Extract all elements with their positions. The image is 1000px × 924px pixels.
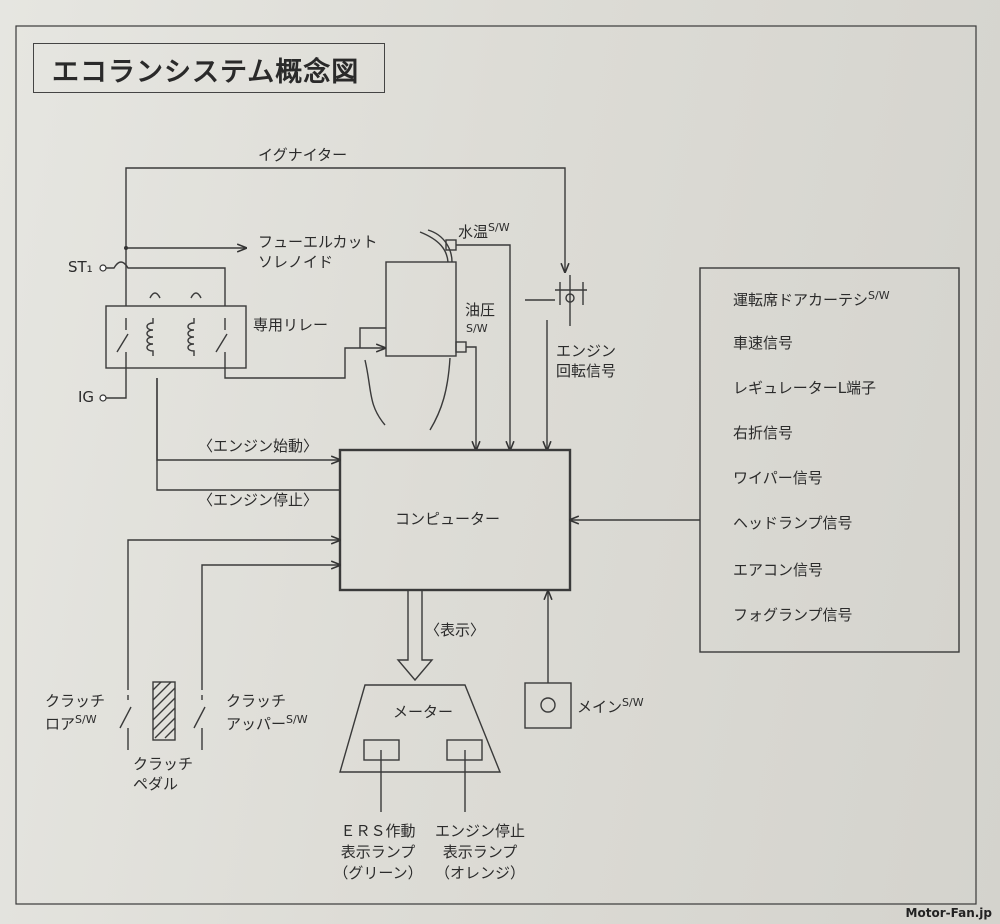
oil-press-line [466, 346, 476, 450]
signal-right-turn: 右折信号 [733, 424, 794, 442]
st1-label: ST₁ [68, 258, 93, 276]
signal-aircon: エアコン信号 [733, 561, 824, 579]
relay-coil-left [146, 318, 154, 356]
water-temp-line [456, 244, 510, 450]
clutch-lower-label-1: クラッチ [45, 692, 106, 710]
clutch-lower-switch [119, 695, 132, 750]
clutch-pedal-label-2: ペダル [133, 775, 179, 793]
relay-box [105, 305, 247, 369]
signal-foglamp: フォグランプ信号 [733, 606, 853, 624]
water-temp-sw: S/W [488, 221, 510, 234]
rpm-sensor [555, 275, 587, 326]
engine-rev-label-2: 回転信号 [556, 362, 617, 380]
meter-body [339, 684, 502, 773]
relay-coil-marks [149, 292, 202, 299]
clutch-pedal-label-1: クラッチ [133, 755, 194, 773]
igniter-label: イグナイター [258, 146, 348, 164]
main-switch-knob [540, 697, 556, 713]
water-temp-text: 水温 [458, 223, 489, 241]
clutch-upper-sw: S/W [286, 713, 308, 726]
display-label: 〈表示〉 [425, 621, 486, 639]
rpm-sensor-dot [565, 293, 575, 303]
engine-start-label: 〈エンジン始動〉 [198, 437, 319, 455]
page-frame [15, 25, 977, 905]
signal-door-sw: S/W [868, 289, 890, 302]
relay-contact-left [116, 318, 129, 368]
relay-contact-right [215, 318, 228, 368]
display-arrow [396, 590, 434, 682]
ers-lamp-label-1: ＥＲＳ作動 [340, 822, 416, 840]
ers-lamp-label-3: （グリーン） [333, 864, 423, 882]
ig-label: IG [78, 388, 95, 406]
title-box: エコランシステム概念図 [33, 43, 385, 93]
diagram-title: エコランシステム概念図 [52, 57, 360, 88]
clutch-upper-text: アッパー [226, 715, 287, 733]
clutch-lower-sw: S/W [75, 713, 97, 726]
clutch-pedal [152, 681, 176, 741]
computer-label: コンピューター [395, 510, 501, 528]
signal-speed: 車速信号 [733, 334, 794, 352]
oil-press-sensor [455, 341, 467, 353]
clutch-upper-switch [193, 695, 206, 750]
engine-stop-line-a [156, 378, 340, 491]
lamp-leads [380, 750, 466, 812]
oil-press-sw: S/W [466, 322, 488, 335]
main-sw-sw: S/W [622, 696, 644, 709]
signal-door-text: 運転席ドアカーテシ [733, 291, 869, 309]
engine-stop-label: 〈エンジン停止〉 [198, 491, 319, 509]
ers-lamp-label-2: 表示ランプ [340, 843, 416, 861]
main-sw-text: メイン [577, 698, 623, 716]
engine-rev-label-1: エンジン [556, 342, 617, 360]
clutch-lower-text: ロア [45, 715, 76, 733]
clutch-lower-line [127, 540, 340, 690]
signal-door: 運転席ドアカーテシS/W [733, 289, 890, 310]
clutch-lower-label-2: ロアS/W [45, 713, 97, 734]
ig-terminal [99, 394, 107, 402]
engine-outline [359, 229, 453, 431]
igniter-line [125, 167, 565, 306]
main-sw-label: メインS/W [577, 696, 644, 717]
signal-wiper: ワイパー信号 [733, 469, 823, 487]
signal-regulator: レギュレーターL端子 [733, 379, 877, 397]
water-temp-label: 水温S/W [458, 221, 510, 242]
engine-block [385, 261, 457, 357]
stop-lamp-label-2: 表示ランプ [442, 843, 518, 861]
clutch-upper-label-1: クラッチ [226, 692, 287, 710]
clutch-pedal-hatch [152, 681, 176, 739]
signal-headlamp: ヘッドランプ信号 [733, 514, 853, 532]
oil-press-label: 油圧 [465, 301, 496, 319]
st1-terminal [99, 264, 107, 272]
fuel-cut-label-1: フューエルカット [258, 233, 378, 251]
relay-label: 専用リレー [253, 316, 329, 334]
stop-lamp-label-3: （オレンジ） [434, 864, 525, 882]
fuel-cut-label-2: ソレノイド [258, 253, 334, 271]
clutch-upper-label-2: アッパーS/W [226, 713, 308, 734]
st1-line [106, 261, 226, 306]
ig-line [106, 368, 127, 399]
main-switch-box [524, 682, 572, 729]
signals-box [699, 267, 960, 653]
relay-to-engine [224, 348, 385, 379]
relay-coil-right [187, 318, 195, 356]
clutch-upper-line [201, 565, 340, 690]
watermark: Motor-Fan.jp [905, 906, 992, 920]
meter-label: メーター [393, 703, 454, 721]
stop-lamp-label-1: エンジン停止 [434, 822, 525, 840]
junction-dot [124, 246, 128, 250]
